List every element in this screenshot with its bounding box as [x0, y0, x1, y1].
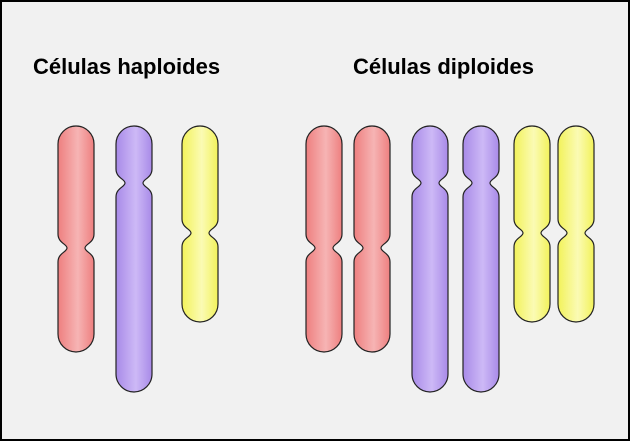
chromosome-red-diploid-2 [353, 125, 391, 353]
chromosome-purple-diploid-3 [411, 125, 449, 393]
chromosome-purple-diploid-4 [462, 125, 500, 393]
chromosome-yellow-diploid-5 [513, 125, 551, 323]
chromosome-yellow-diploid-6 [557, 125, 595, 323]
title-haploid-cells: Células haploides [33, 54, 221, 79]
chromosome-purple-haploid-2 [115, 125, 153, 393]
chromosome-group-haploid [57, 125, 219, 393]
chromosome-red-haploid-1 [57, 125, 95, 353]
chromosome-red-diploid-1 [305, 125, 343, 353]
title-diploid-cells: Células diploides [353, 54, 534, 79]
chromosome-group-diploid [305, 125, 595, 393]
chromosome-yellow-haploid-3 [181, 125, 219, 323]
